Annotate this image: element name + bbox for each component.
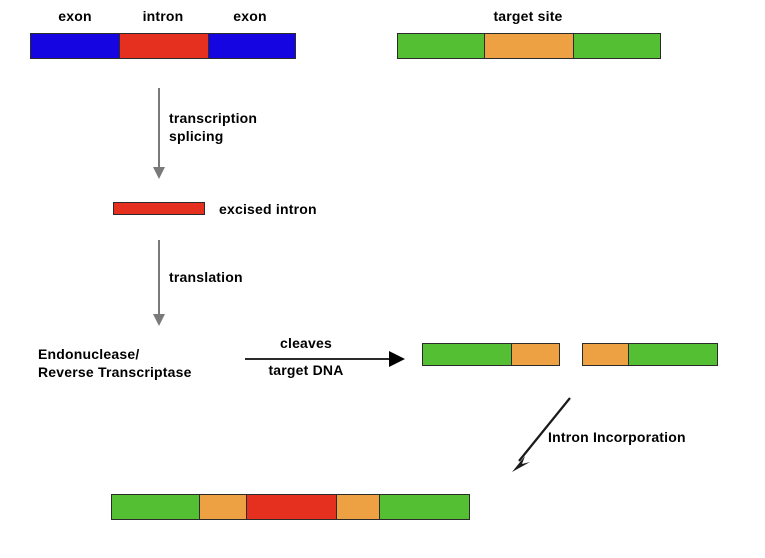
segment-intron	[119, 34, 208, 58]
label-excised-intron: excised intron	[219, 201, 317, 217]
segment-excised-intron	[114, 203, 204, 214]
bar-cleaved-left	[422, 343, 560, 366]
label-target-site: target site	[493, 8, 563, 24]
bar-cleaved-right	[582, 343, 718, 366]
label-reverse-transcriptase: Reverse Transcriptase	[38, 364, 192, 380]
transcription-splicing-arrow	[158, 88, 160, 168]
segment-product-intron	[246, 495, 336, 519]
label-cleaves: cleaves	[279, 335, 333, 351]
segment-product-core-right	[336, 495, 379, 519]
translation-arrow	[158, 240, 160, 315]
bar-product	[111, 494, 470, 520]
segment-cleaved-left-core	[511, 344, 559, 365]
segment-product-core-left	[199, 495, 246, 519]
label-intron-incorporation: Intron Incorporation	[548, 429, 686, 445]
bar-excised-intron	[113, 202, 205, 215]
segment-product-flank-left	[112, 495, 199, 519]
bar-precursor-rna	[30, 33, 296, 59]
label-exon-right: exon	[233, 8, 267, 24]
segment-cleaved-left-flank	[423, 344, 511, 365]
label-exon-left: exon	[58, 8, 92, 24]
segment-cleaved-right-flank	[628, 344, 717, 365]
segment-exon-left	[31, 34, 119, 58]
segment-target-flank-right	[573, 34, 660, 58]
bar-target-site	[397, 33, 661, 59]
cleaves-target-dna-arrow	[245, 358, 390, 360]
label-intron: intron	[142, 8, 184, 24]
intron-incorporation-arrow	[512, 397, 571, 472]
label-translation: translation	[169, 269, 243, 285]
label-splicing: splicing	[169, 128, 224, 144]
segment-exon-right	[208, 34, 295, 58]
segment-product-flank-right	[379, 495, 469, 519]
label-transcription: transcription	[169, 110, 258, 126]
segment-target-flank-left	[398, 34, 484, 58]
label-endonuclease: Endonuclease/	[38, 346, 140, 362]
segment-target-core	[484, 34, 573, 58]
label-target-dna: target DNA	[268, 362, 344, 378]
segment-cleaved-right-core	[583, 344, 628, 365]
